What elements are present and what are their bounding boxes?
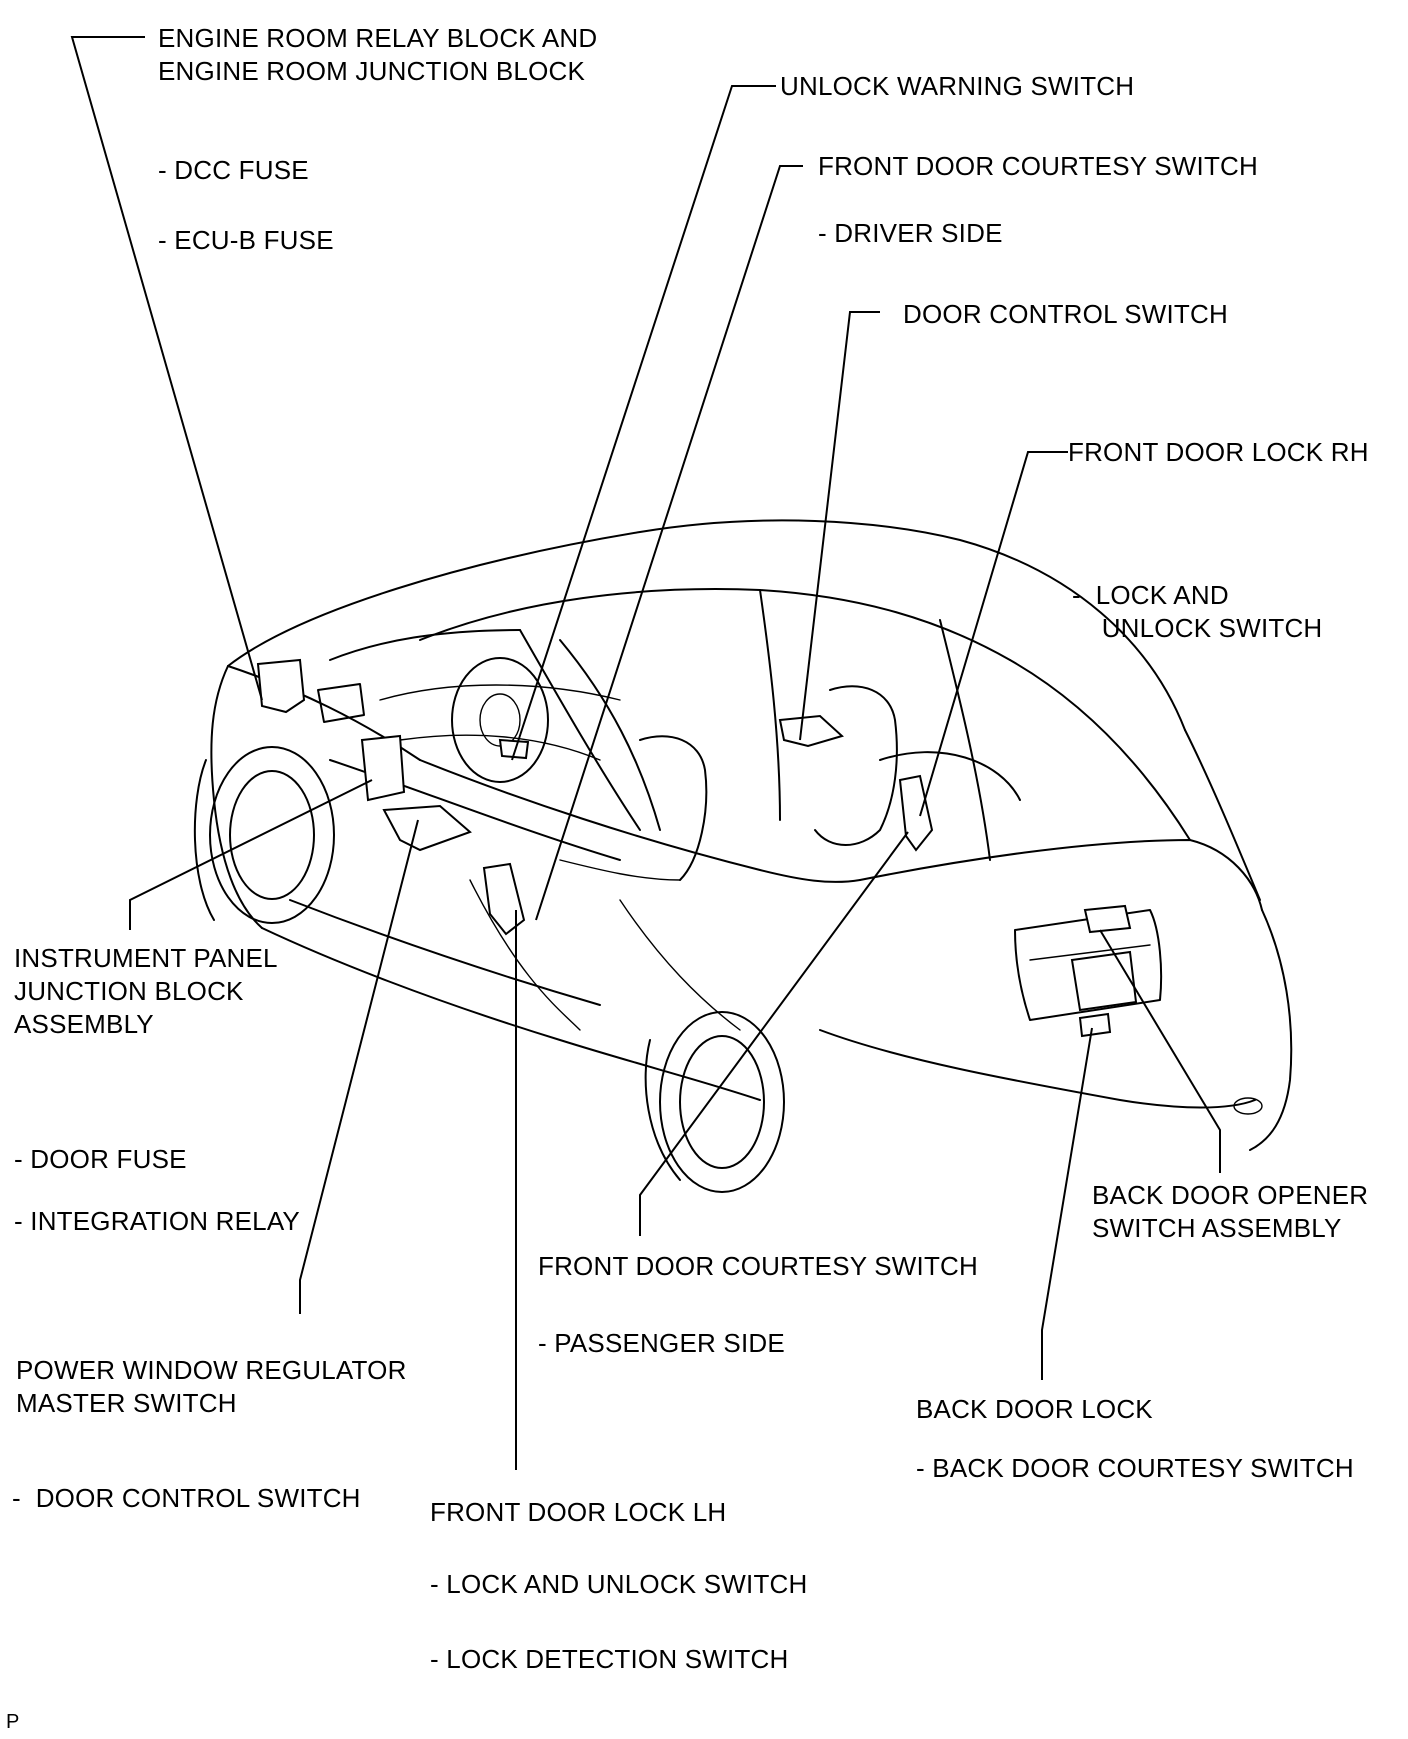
label-door-control-switch-top: DOOR CONTROL SWITCH: [903, 299, 1228, 329]
label-driver-side: - DRIVER SIDE: [818, 218, 1003, 248]
label-lock-and-unlock-switch-lh: - LOCK AND UNLOCK SWITCH: [430, 1569, 808, 1599]
label-lock-detection-switch: - LOCK DETECTION SWITCH: [430, 1644, 789, 1674]
label-dcc-fuse: - DCC FUSE: [158, 155, 309, 185]
label-front-door-courtesy-switch-driver: FRONT DOOR COURTESY SWITCH: [818, 151, 1259, 181]
label-ecu-b-fuse: - ECU-B FUSE: [158, 225, 334, 255]
car-body: [193, 519, 1293, 1193]
label-lock-and-unlock-switch-rh: - LOCK AND UNLOCK SWITCH: [1072, 580, 1323, 643]
label-front-door-lock-lh: FRONT DOOR LOCK LH: [430, 1497, 727, 1527]
label-back-door-opener-switch: BACK DOOR OPENER SWITCH ASSEMBLY: [1092, 1180, 1369, 1243]
label-instrument-panel-junction-block: INSTRUMENT PANEL JUNCTION BLOCK ASSEMBLY: [14, 943, 278, 1039]
label-door-control-switch-bottom: - DOOR CONTROL SWITCH: [12, 1483, 361, 1513]
label-back-door-courtesy-switch: - BACK DOOR COURTESY SWITCH: [916, 1453, 1354, 1483]
label-unlock-warning-switch: UNLOCK WARNING SWITCH: [780, 71, 1135, 101]
label-door-fuse: - DOOR FUSE: [14, 1144, 187, 1174]
label-front-door-lock-rh: FRONT DOOR LOCK RH: [1068, 437, 1369, 467]
label-integration-relay: - INTEGRATION RELAY: [14, 1206, 300, 1236]
leader-lines: [70, 36, 1221, 1470]
label-power-window-master-switch: POWER WINDOW REGULATOR MASTER SWITCH: [16, 1355, 407, 1418]
label-engine-room-block: ENGINE ROOM RELAY BLOCK AND ENGINE ROOM …: [158, 23, 598, 86]
label-back-door-lock: BACK DOOR LOCK: [916, 1394, 1153, 1424]
label-passenger-side: - PASSENGER SIDE: [538, 1328, 785, 1358]
footer-letter: P: [6, 1711, 20, 1733]
label-front-door-courtesy-switch-passenger: FRONT DOOR COURTESY SWITCH: [538, 1251, 979, 1281]
